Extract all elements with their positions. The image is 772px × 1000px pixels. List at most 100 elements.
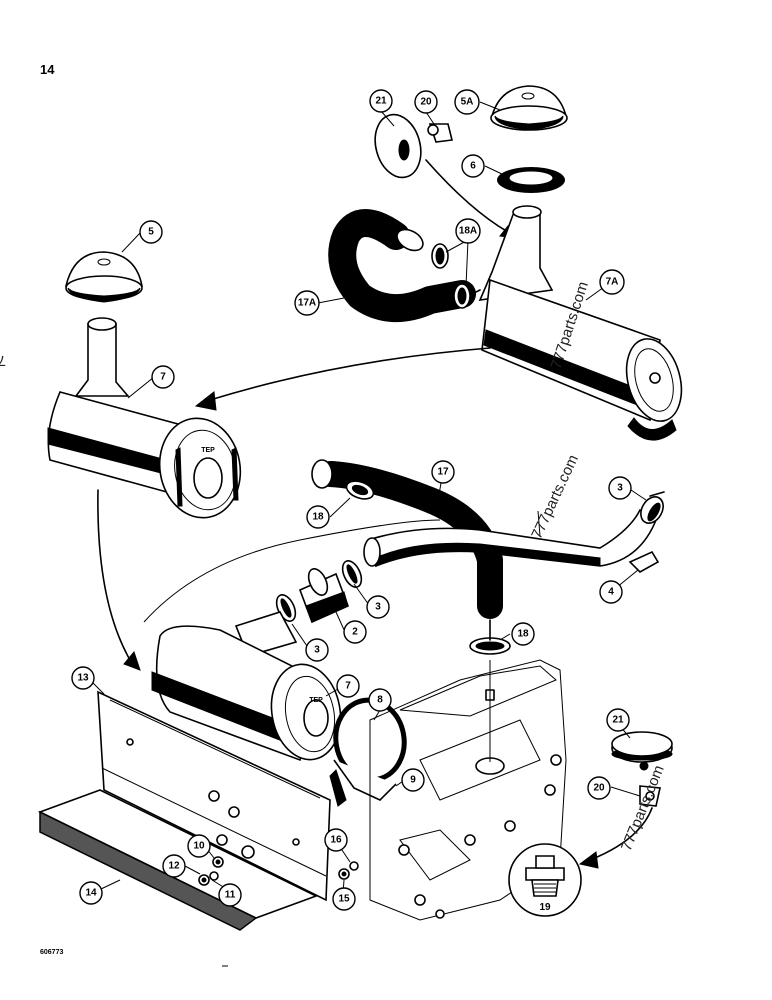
clamp-18a	[431, 243, 471, 309]
callout-3-mid: 3	[366, 595, 390, 619]
precleaner-cap-5	[64, 251, 143, 303]
svg-text:14: 14	[85, 888, 97, 899]
callout-6: 6	[461, 154, 485, 178]
callout-5: 5	[139, 220, 163, 244]
label-19: 19	[539, 902, 551, 913]
engine-block	[369, 659, 567, 921]
watermark-lower: 777parts.com	[618, 763, 668, 854]
svg-text:20: 20	[593, 783, 605, 794]
elbow-20-lower	[639, 785, 661, 807]
svg-text:8: 8	[377, 695, 383, 706]
assembly-arrow-mid	[209, 347, 491, 401]
assembly-arrow-top	[425, 159, 509, 233]
callout-18-upper: 18	[306, 505, 330, 529]
svg-text:18: 18	[312, 512, 324, 523]
svg-text:5A: 5A	[461, 97, 474, 108]
callout-16: 16	[324, 828, 348, 852]
clamp-3-right	[640, 491, 665, 524]
watermark-left: 777parts.com	[0, 352, 6, 369]
page-number: 14	[40, 62, 55, 77]
callout-17: 17	[431, 460, 455, 484]
callout-7a: 7A	[599, 269, 625, 295]
svg-text:9: 9	[410, 775, 416, 786]
svg-text:18A: 18A	[459, 226, 477, 237]
callout-13: 13	[71, 666, 95, 690]
bracket-13	[97, 690, 331, 902]
callout-2: 2	[343, 620, 367, 644]
callout-18-lower: 18	[511, 622, 535, 646]
svg-text:3: 3	[314, 645, 320, 656]
assembly-arrow-left	[97, 489, 131, 661]
hose-17a	[328, 209, 476, 323]
callout-20-top: 20	[414, 90, 438, 114]
svg-text:16: 16	[330, 835, 342, 846]
assembly-arrow-lower	[589, 807, 653, 861]
svg-text:15: 15	[338, 894, 350, 905]
fitting-4	[628, 550, 660, 573]
callout-21-lower: 21	[606, 708, 630, 732]
svg-text:21: 21	[612, 715, 624, 726]
svg-text:21: 21	[375, 96, 387, 107]
callout-8: 8	[368, 688, 392, 712]
callout-15: 15	[332, 887, 356, 911]
clamp-18-lower	[469, 619, 511, 655]
arrow-head	[578, 851, 599, 869]
filter-cover-label-lower: TEP	[309, 697, 323, 704]
callout-18a: 18A	[455, 218, 481, 244]
svg-text:5: 5	[148, 227, 154, 238]
callout-9: 9	[401, 768, 425, 792]
elbow-20-top	[427, 123, 453, 143]
detail-19	[508, 843, 582, 917]
svg-text:7A: 7A	[606, 277, 619, 288]
callout-7-upper: 7	[151, 365, 175, 389]
foam-pad-14	[37, 789, 319, 931]
svg-text:11: 11	[225, 890, 236, 901]
svg-text:4: 4	[608, 587, 614, 598]
callout-20-lower: 20	[587, 776, 611, 800]
gasket-6	[497, 167, 565, 193]
svg-text:20: 20	[420, 97, 432, 108]
watermark-mid: 777parts.com	[528, 452, 582, 542]
drawing-code: 606773	[40, 949, 63, 956]
air-cleaner-7: TEP	[47, 317, 242, 519]
svg-text:6: 6	[470, 161, 476, 172]
filter-cover-label: TEP	[201, 447, 215, 454]
clamp-18-upper	[345, 480, 375, 500]
svg-text:10: 10	[193, 841, 205, 852]
sleeve-2	[298, 568, 350, 624]
callout-3-left: 3	[305, 638, 329, 662]
arrow-head	[194, 391, 217, 411]
plate-21-lower	[611, 731, 673, 771]
air-cleaner-7-lower: TEP	[151, 611, 342, 762]
callout-10: 10	[187, 834, 211, 858]
air-pipe-1	[363, 508, 657, 568]
routing-line	[143, 519, 441, 623]
callout-21-top: 21	[369, 89, 393, 113]
svg-text:17: 17	[437, 467, 449, 478]
svg-text:3: 3	[375, 602, 381, 613]
arrow-head	[123, 650, 141, 671]
callout-14: 14	[79, 881, 103, 905]
hardware	[198, 856, 359, 886]
callout-11: 11	[218, 883, 242, 907]
air-cleaner-7a	[467, 205, 683, 441]
callout-5a: 5A	[454, 89, 480, 115]
callout-3-right: 3	[608, 476, 632, 500]
svg-text:7: 7	[160, 372, 166, 383]
callout-12: 12	[162, 854, 186, 878]
svg-text:7: 7	[345, 681, 351, 692]
svg-text:12: 12	[168, 861, 180, 872]
svg-text:17A: 17A	[298, 298, 316, 309]
callout-17a: 17A	[294, 290, 320, 316]
precleaner-cap-5a	[490, 85, 568, 131]
plate-21-top	[374, 113, 422, 179]
svg-text:2: 2	[352, 627, 358, 638]
svg-text:18: 18	[517, 629, 529, 640]
callout-4: 4	[599, 580, 623, 604]
svg-text:13: 13	[77, 673, 89, 684]
callout-7-lower: 7	[336, 674, 360, 698]
svg-text:3: 3	[617, 483, 623, 494]
clamp-3-mid	[341, 560, 363, 588]
